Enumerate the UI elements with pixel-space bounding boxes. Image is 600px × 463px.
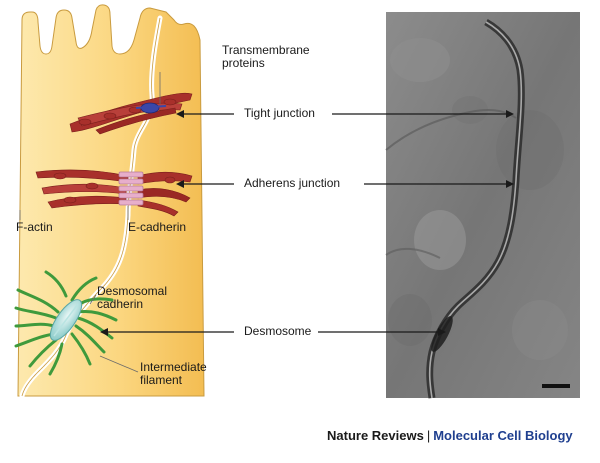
label-f-actin: F-actin (16, 220, 53, 234)
label-intermediate-line1: Intermediate (140, 360, 207, 374)
label-intermediate-filament: Intermediate filament (140, 361, 207, 387)
label-desmosomal-cadherin: Desmosomal cadherin (97, 285, 167, 311)
pointer-arrows (100, 110, 514, 336)
f-actin-tight-junction (69, 92, 193, 135)
label-desmosomal-line2: cadherin (97, 297, 144, 311)
label-e-cadherin: E-cadherin (128, 220, 187, 234)
electron-micrograph (385, 12, 580, 399)
label-adherens-junction: Adherens junction (244, 176, 341, 190)
tight-junction-proteins (135, 102, 167, 114)
label-leaders (19, 72, 161, 373)
credit-separator: | (426, 428, 431, 443)
journal-section: Molecular Cell Biology (433, 428, 573, 443)
label-intermediate-line2: filament (140, 373, 183, 387)
label-transmembrane-line2: proteins (222, 56, 265, 70)
label-tight-junction: Tight junction (244, 106, 315, 120)
intermediate-filaments (14, 270, 118, 376)
f-actin-adherens-junction (35, 169, 193, 217)
label-transmembrane-proteins: Transmembrane proteins (222, 44, 310, 70)
label-transmembrane-line1: Transmembrane (222, 43, 310, 57)
label-desmosomal-line1: Desmosomal (97, 284, 168, 298)
label-desmosome: Desmosome (244, 324, 312, 338)
journal-name: Nature Reviews (327, 428, 424, 443)
desmosome-plaque (49, 299, 83, 341)
e-cadherin-stack (118, 171, 144, 206)
scale-bar (542, 384, 570, 388)
journal-credit: Nature Reviews|Molecular Cell Biology (327, 428, 573, 443)
